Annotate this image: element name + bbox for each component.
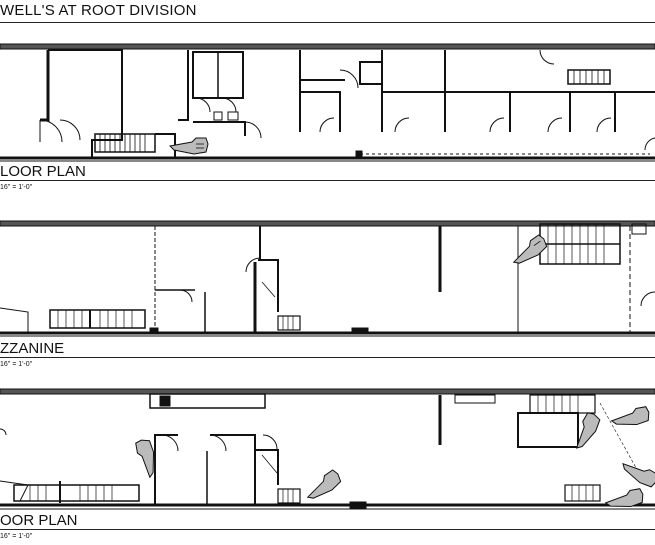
pointing-hand-icon [610, 406, 650, 426]
pointing-hand-icon [135, 439, 155, 479]
plan-3-underline [0, 529, 655, 530]
plan-2-scale: 16" = 1'-0" [0, 361, 33, 368]
mezzanine-plan-drawing [0, 220, 655, 337]
pointing-hand-icon [306, 469, 342, 499]
plan-3-label: OOR PLAN [0, 512, 78, 529]
plan-2-underline [0, 357, 655, 358]
plan-2-label: ZZANINE [0, 340, 65, 357]
pointing-hand-icon [512, 234, 548, 264]
plan-1-underline [0, 180, 655, 181]
pointing-hand-icon [168, 137, 209, 155]
title-underline [0, 22, 655, 23]
plan-3-scale: 16" = 1'-0" [0, 533, 33, 540]
plan-1-label: LOOR PLAN [0, 163, 86, 180]
sheet-title: WELL'S AT ROOT DIVISION [0, 2, 197, 19]
plan-1-scale: 16" = 1'-0" [0, 184, 33, 191]
floor-plan-drawing [0, 43, 655, 162]
pointing-hand-icon [604, 488, 644, 508]
pointing-hand-icon [575, 412, 601, 449]
pointing-hand-icon [622, 462, 655, 488]
lower-floor-plan-drawing [0, 388, 655, 510]
